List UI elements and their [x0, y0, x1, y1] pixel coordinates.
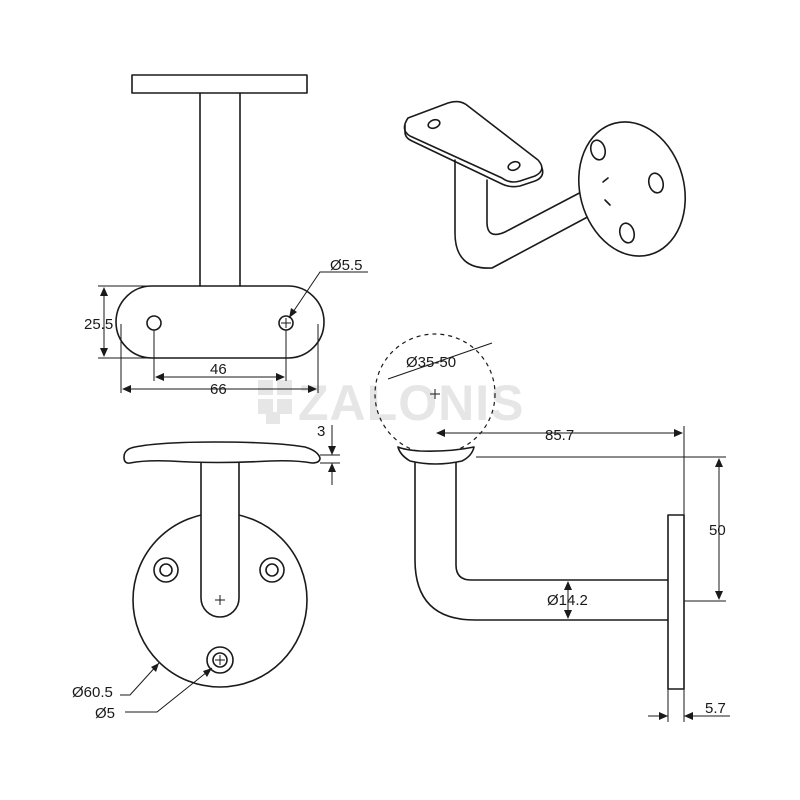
dim-rail-diameter: Ø35-50: [406, 354, 456, 371]
dim-arrow: [203, 668, 212, 677]
front-view-saddle-plate: [123, 441, 321, 464]
side-view-handrail-outline: [374, 333, 496, 455]
dim-leader-base: [120, 662, 160, 696]
front-view-hole-bottom: [206, 646, 234, 674]
dim-arrow: [436, 429, 445, 437]
iso-bar-join: [602, 177, 611, 206]
watermark: ZALONIS: [258, 375, 524, 431]
dim-plate-thickness: 3: [317, 423, 325, 440]
iso-saddle-edge: [404, 124, 544, 188]
dim-arrow: [151, 663, 159, 672]
dim-arrow: [289, 308, 297, 318]
iso-bar-inner: [486, 177, 609, 236]
iso-saddle-hole: [507, 160, 521, 172]
top-view-saddle-plate: [115, 285, 325, 359]
dim-screw-diameter: Ø5: [95, 705, 115, 722]
dim-arrow: [684, 712, 693, 720]
iso-screw-hole: [647, 172, 665, 194]
top-view-hole-left: [146, 315, 162, 331]
iso-screw-hole: [618, 222, 636, 244]
front-view-hole-left: [153, 557, 179, 583]
iso-round-base: [577, 121, 687, 257]
dim-arrow: [100, 287, 108, 296]
iso-saddle-hole: [427, 118, 441, 130]
side-view-wall-base: [667, 514, 685, 690]
side-view-bar-outer: [414, 461, 669, 621]
dim-arrow: [328, 463, 336, 472]
dim-arrow: [564, 581, 572, 590]
dim-arrow: [276, 373, 285, 381]
dim-arrow: [122, 385, 131, 393]
dim-leader-rail: [387, 342, 493, 380]
side-view-dimensions: Ø35-50 85.7 50 Ø14.2 5.7: [387, 342, 730, 722]
dim-base-diameter: Ø60.5: [72, 684, 113, 701]
iso-bar-outer: [454, 159, 611, 269]
dim-arrow: [155, 373, 164, 381]
dim-arrow: [715, 458, 723, 467]
dim-bar-diameter: Ø14.2: [547, 592, 588, 609]
dim-hole-diameter: Ø5.5: [330, 257, 363, 274]
dim-arrow: [100, 348, 108, 357]
front-view-hole-bottom-inner: [212, 652, 228, 668]
dim-arrow: [715, 591, 723, 600]
front-view-dimensions: 3 Ø60.5 Ø5: [72, 423, 340, 722]
dim-height: 50: [709, 522, 726, 539]
dim-plate-height: 25.5: [84, 316, 113, 333]
top-view-wall-plate: [131, 74, 308, 94]
front-view-stem: [200, 454, 240, 618]
watermark-logo: [258, 380, 292, 424]
dim-arrow: [308, 385, 317, 393]
dim-projection: 85.7: [545, 427, 574, 444]
dim-base-thickness: 5.7: [705, 700, 726, 717]
dim-arrow: [328, 446, 336, 455]
front-view: [123, 441, 321, 688]
dim-leader-screw: [125, 667, 213, 713]
dim-arrow: [564, 610, 572, 619]
top-view-dimensions: 25.5 Ø5.5 46 66: [84, 257, 368, 398]
watermark-text: ZALONIS: [298, 375, 524, 431]
top-view: [115, 74, 325, 359]
isometric-view: [403, 100, 687, 269]
side-view: [374, 333, 685, 690]
front-view-hole-right: [259, 557, 285, 583]
dim-plate-length: 66: [210, 381, 227, 398]
side-view-bar-inner: [455, 461, 669, 581]
front-view-hole-right-inner: [265, 563, 279, 577]
dim-arrow: [674, 429, 683, 437]
dim-arrow: [659, 712, 668, 720]
iso-screw-hole: [589, 139, 607, 161]
dim-hole-spacing: 46: [210, 361, 227, 378]
dim-leader-hole: [288, 271, 368, 319]
side-view-saddle: [397, 446, 475, 465]
front-view-hole-left-inner: [159, 563, 173, 577]
